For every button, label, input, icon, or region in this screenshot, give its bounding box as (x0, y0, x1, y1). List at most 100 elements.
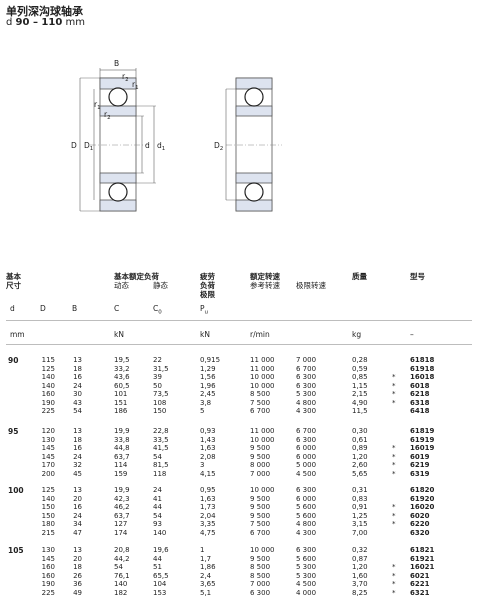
cell-c: 33,8 (114, 435, 130, 444)
cell-ref: 10 000 (250, 373, 275, 381)
cell-ref: 8 000 (250, 461, 271, 469)
cell-ref: 9 500 (250, 511, 271, 520)
header-speed-title: 额定转速 (250, 272, 280, 281)
cell-mass: 0,83 (352, 494, 368, 503)
cell-mass: 8,25 (352, 588, 368, 597)
cell-ref: 6 300 (250, 588, 271, 597)
cell-desig: 16018 (410, 373, 435, 381)
unit-kN-load: kN (114, 330, 124, 339)
cell-c: 54 (114, 563, 123, 571)
popular-item-marker: * (392, 503, 396, 511)
cell-pu: 0,915 (200, 356, 221, 364)
cell-d: 170 (41, 461, 55, 469)
cell-c: 140 (114, 580, 128, 588)
cell-pu: 1,63 (200, 494, 216, 503)
cell-pu: 3,8 (200, 398, 212, 407)
cell-ref: 8 500 (250, 571, 271, 580)
cell-d: 145 (41, 444, 55, 452)
cell-c: 159 (114, 469, 128, 478)
cell-b: 24 (73, 381, 82, 390)
cell-mass: 2,15 (352, 390, 368, 398)
popular-item-marker: * (392, 511, 396, 520)
cell-d: 160 (41, 571, 55, 580)
cell-mass: 0,87 (352, 554, 368, 563)
popular-item-marker: * (392, 563, 396, 571)
label-r2-left: r2 (104, 110, 111, 121)
sym-d: d (10, 304, 15, 313)
cell-desig: 61821 (410, 546, 435, 554)
cell-lim: 4 800 (296, 398, 317, 407)
cell-d: 140 (41, 373, 55, 381)
cell-pu: 3,65 (200, 580, 216, 588)
cell-desig: 6020 (410, 511, 430, 520)
bore-diameter: 90 (8, 356, 19, 365)
ball-top (108, 87, 128, 107)
cell-c: 20,8 (114, 546, 130, 554)
cell-pu: 2,4 (200, 571, 212, 580)
cell-ref: 7 000 (250, 580, 271, 588)
cell-c0: 118 (153, 469, 167, 478)
cell-ref: 9 500 (250, 444, 271, 452)
cell-d: 140 (41, 494, 55, 503)
cell-mass: 4,90 (352, 398, 368, 407)
cell-b: 13 (73, 356, 82, 364)
cell-pu: 1,63 (200, 444, 216, 452)
bearing-section-right (225, 77, 282, 212)
cell-mass: 0,85 (352, 373, 368, 381)
cell-d: 145 (41, 452, 55, 461)
label-B: B (114, 59, 119, 68)
cell-desig: 6220 (410, 520, 430, 528)
cell-c0: 22 (153, 356, 162, 364)
cell-c: 43,6 (114, 373, 130, 381)
size-range: d 90 – 110 mm (6, 17, 85, 28)
cell-ref: 9 500 (250, 554, 271, 563)
cell-d: 190 (41, 580, 55, 588)
cell-c: 63,7 (114, 511, 130, 520)
cell-b: 13 (73, 486, 82, 494)
cell-b: 20 (73, 494, 82, 503)
cell-desig: 61919 (410, 435, 435, 444)
cell-c: 114 (114, 461, 128, 469)
cell-ref: 9 500 (250, 494, 271, 503)
cell-mass: 0,89 (352, 444, 368, 452)
popular-item-marker: * (392, 588, 396, 597)
popular-item-marker: * (392, 398, 396, 407)
cell-c: 19,5 (114, 356, 130, 364)
cell-desig: 61921 (410, 554, 435, 563)
cell-ref: 11 000 (250, 364, 275, 373)
header-load-dynamic: 动态 (114, 281, 129, 290)
header-main-size: 基本尺寸 (6, 272, 21, 290)
cell-c0: 73,5 (153, 390, 169, 398)
cell-mass: 0,31 (352, 486, 368, 494)
popular-item-marker: * (392, 452, 396, 461)
cell-d: 140 (41, 381, 55, 390)
cell-desig: 61818 (410, 356, 435, 364)
cell-c: 127 (114, 520, 128, 528)
cell-desig: 61820 (410, 486, 435, 494)
unit-kg: kg (352, 330, 362, 339)
cell-lim: 4 300 (296, 407, 317, 415)
cell-b: 34 (73, 520, 82, 528)
popular-item-marker: * (392, 580, 396, 588)
cell-b: 49 (73, 588, 82, 597)
cell-c: 60,5 (114, 381, 130, 390)
label-r1-top: r1 (132, 80, 139, 91)
cell-b: 18 (73, 435, 82, 444)
cell-desig: 6018 (410, 381, 430, 390)
cell-d: 130 (41, 546, 55, 554)
cell-ref: 11 000 (250, 427, 275, 435)
cell-c0: 31,5 (153, 364, 169, 373)
cell-c0: 33,5 (153, 435, 169, 444)
cell-lim: 6 700 (296, 364, 317, 373)
cell-mass: 2,60 (352, 461, 368, 469)
cell-desig: 6318 (410, 398, 430, 407)
cell-pu: 2,45 (200, 390, 216, 398)
cell-c0: 153 (153, 588, 167, 597)
cell-ref: 11 000 (250, 356, 275, 364)
